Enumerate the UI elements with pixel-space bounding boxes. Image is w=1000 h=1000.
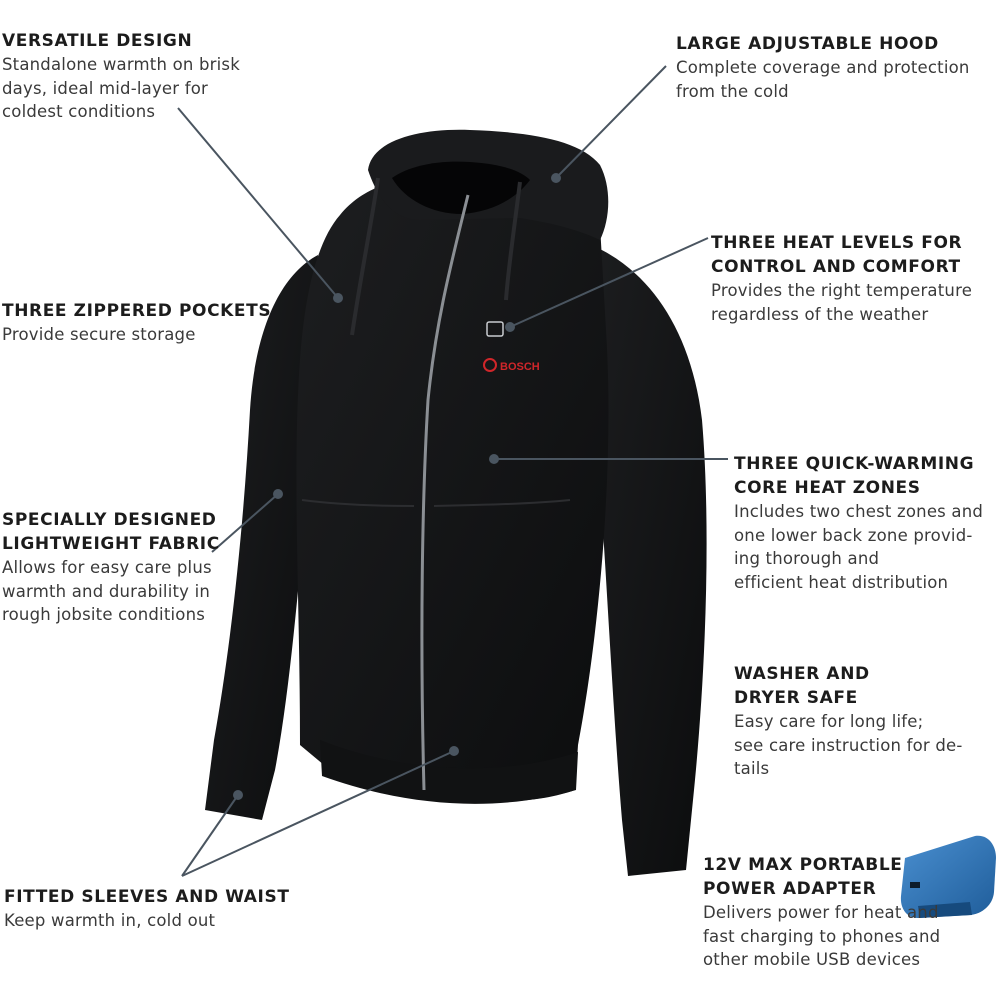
callout-body: Allows for easy care plus warmth and dur… xyxy=(2,558,212,624)
zipper xyxy=(420,194,470,791)
left-sleeve xyxy=(205,255,318,820)
leader-dot-heat-levels xyxy=(505,322,515,332)
leader-dot-hood xyxy=(551,173,561,183)
hood-opening xyxy=(392,161,530,214)
callout-core-heat-zones: THREE QUICK-WARMING CORE HEAT ZONES Incl… xyxy=(734,452,998,594)
callout-title: THREE HEAT LEVELS FOR CONTROL AND COMFOR… xyxy=(711,233,963,277)
pocket-seam xyxy=(301,499,571,507)
callout-body: Keep warmth in, cold out xyxy=(4,911,216,930)
drawstring-left xyxy=(350,177,380,336)
callout-title: FITTED SLEEVES AND WAIST xyxy=(4,887,290,907)
callout-body: Complete coverage and protection from th… xyxy=(676,58,970,101)
leader-lines xyxy=(177,65,728,877)
waistband xyxy=(320,740,578,804)
callout-title: VERSATILE DESIGN xyxy=(2,31,193,51)
callout-title: 12V MAX PORTABLE POWER ADAPTER xyxy=(703,855,903,899)
jacket-body xyxy=(296,176,609,802)
leader-versatile xyxy=(177,107,339,299)
callout-fitted-sleeves-waist: FITTED SLEEVES AND WAIST Keep warmth in,… xyxy=(4,885,304,933)
callout-body: Standalone warmth on brisk days, ideal m… xyxy=(2,55,240,121)
callout-body: Provides the right temperature regardles… xyxy=(711,281,973,324)
leader-fabric xyxy=(211,493,279,553)
brand-logo: BOSCH xyxy=(483,358,540,373)
callout-power-adapter: 12V MAX PORTABLE POWER ADAPTER Delivers … xyxy=(703,853,998,972)
callout-title: THREE ZIPPERED POCKETS xyxy=(2,301,272,321)
leader-dot-sleeves-a xyxy=(233,790,243,800)
right-sleeve xyxy=(578,240,707,876)
leader-dot-versatile xyxy=(333,293,343,303)
drawstring-right xyxy=(504,181,522,301)
callout-washer-dryer-safe: WASHER AND DRYER SAFE Easy care for long… xyxy=(734,662,998,781)
callout-body: Easy care for long life; see care instru… xyxy=(734,712,963,778)
leader-dot-fabric xyxy=(273,489,283,499)
leader-heat-levels xyxy=(509,237,709,328)
heated-jacket: BOSCH xyxy=(205,129,707,876)
brand-logo-text: BOSCH xyxy=(500,361,540,373)
callout-versatile-design: VERSATILE DESIGN Standalone warmth on br… xyxy=(2,29,282,124)
callout-title: WASHER AND DRYER SAFE xyxy=(734,664,870,708)
leader-sleeves-a xyxy=(181,794,239,877)
callout-body: Includes two chest zones and one lower b… xyxy=(734,502,984,592)
leader-dot-core-zones xyxy=(489,454,499,464)
callout-three-zippered-pockets: THREE ZIPPERED POCKETS Provide secure st… xyxy=(2,299,282,347)
callout-lightweight-fabric: SPECIALLY DESIGNED LIGHTWEIGHT FABRIC Al… xyxy=(2,508,262,627)
leader-dot-sleeves-b xyxy=(449,746,459,756)
leader-sleeves-b xyxy=(181,750,455,877)
callout-body: Provide secure storage xyxy=(2,325,196,344)
power-button-icon xyxy=(486,321,504,337)
callout-three-heat-levels: THREE HEAT LEVELS FOR CONTROL AND COMFOR… xyxy=(711,231,996,326)
callout-large-adjustable-hood: LARGE ADJUSTABLE HOOD Complete coverage … xyxy=(676,32,996,103)
leader-hood xyxy=(555,65,667,179)
power-adapter-image xyxy=(900,835,996,918)
callout-body: Delivers power for heat and fast chargin… xyxy=(703,903,941,969)
usb-port-icon xyxy=(910,882,920,888)
callout-title: LARGE ADJUSTABLE HOOD xyxy=(676,34,939,54)
callout-title: SPECIALLY DESIGNED LIGHTWEIGHT FABRIC xyxy=(2,510,220,554)
callout-title: THREE QUICK-WARMING CORE HEAT ZONES xyxy=(734,454,975,498)
